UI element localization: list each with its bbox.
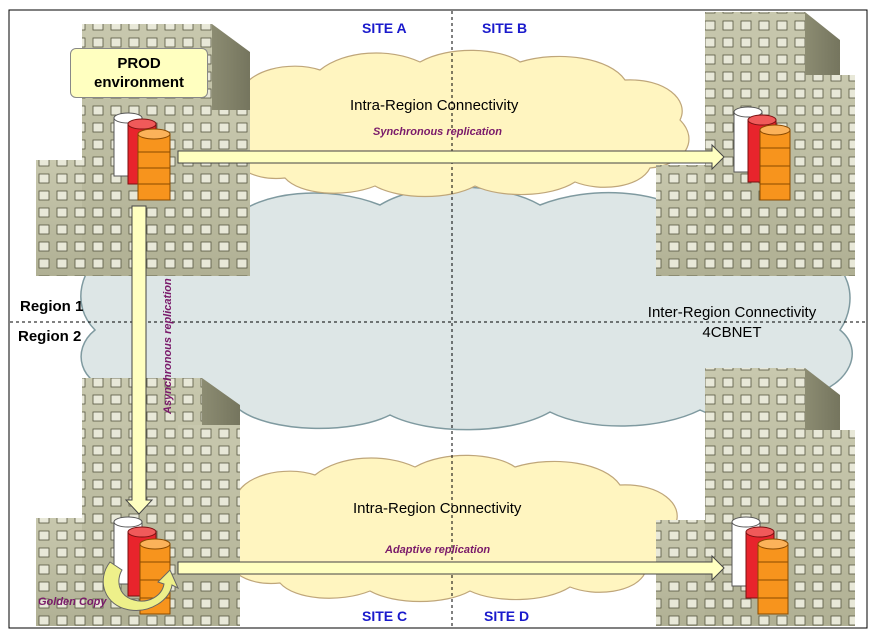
- site-c-label: SITE C: [362, 608, 408, 624]
- intra-region-cloud-top: [221, 49, 690, 198]
- prod-environment-label: environment: [93, 74, 184, 91]
- database-icon: [113, 112, 171, 201]
- prod-environment-box: PROD environment: [70, 48, 208, 98]
- adaptive-replication-label: Adaptive replication: [385, 544, 491, 556]
- region-2-label: Region 2: [18, 328, 82, 345]
- site-d-label: SITE D: [484, 608, 530, 624]
- database-icon: [733, 106, 791, 201]
- golden-copy-label: Golden Copy: [38, 596, 107, 608]
- site-b-label: SITE B: [482, 20, 528, 36]
- database-icon: [731, 516, 789, 615]
- async-arrow-icon: [124, 205, 154, 515]
- adaptive-arrow-icon: [177, 554, 725, 582]
- inter-region-label: Inter-Region Connectivity: [647, 304, 817, 321]
- intra-region-cloud-bottom: [216, 454, 685, 603]
- async-replication-label: Asynchronous replication: [162, 278, 174, 414]
- intra-region-bottom-label: Intra-Region Connectivity: [353, 500, 522, 517]
- loop-arrow-icon: [102, 561, 180, 611]
- intra-region-top-label: Intra-Region Connectivity: [350, 97, 519, 114]
- sync-replication-label: Synchronous replication: [373, 126, 502, 138]
- prod-label: PROD: [117, 55, 161, 72]
- building-icon: [656, 12, 855, 276]
- site-a-label: SITE A: [362, 20, 407, 36]
- inter-region-network-label: 4CBNET: [702, 324, 762, 341]
- sync-arrow-icon: [177, 143, 725, 171]
- region-1-label: Region 1: [20, 298, 84, 315]
